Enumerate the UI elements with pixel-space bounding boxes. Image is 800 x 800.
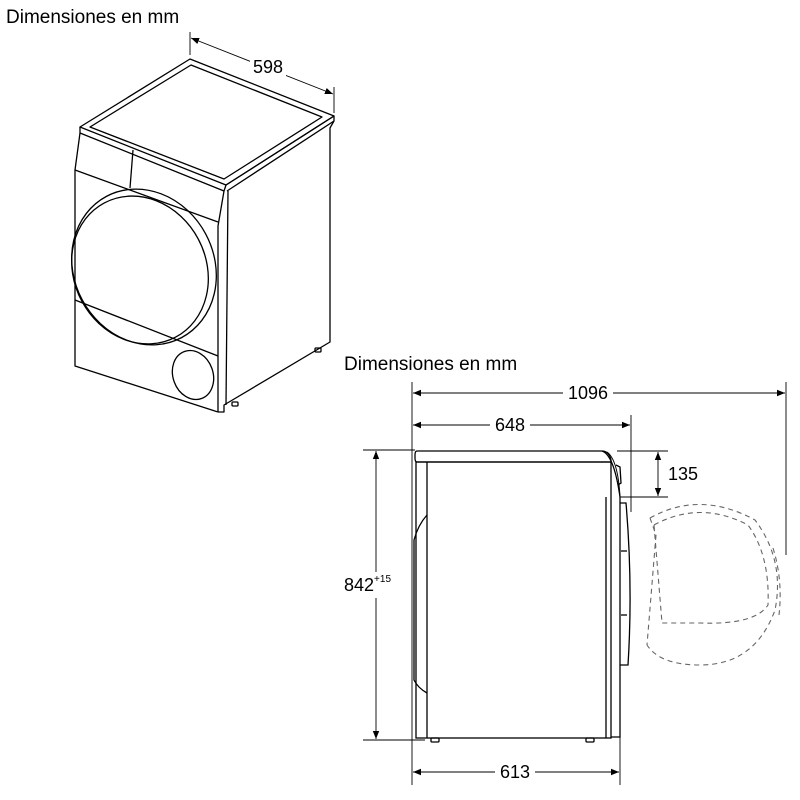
isometric-dryer bbox=[71, 32, 335, 413]
side-view-dryer bbox=[363, 382, 787, 785]
open-door-outline bbox=[646, 503, 781, 666]
dim-height: 842+15 bbox=[344, 572, 392, 598]
side-title: Dimensiones en mm bbox=[344, 354, 518, 375]
dim-width: 598 bbox=[250, 58, 287, 76]
dim-depth-body: 613 bbox=[495, 763, 536, 781]
dim-depth-top: 648 bbox=[490, 416, 531, 434]
dim-panel-height: 135 bbox=[668, 464, 699, 484]
isometric-title: Dimensiones en mm bbox=[6, 7, 180, 28]
dim-height-value: 842 bbox=[344, 575, 375, 595]
dim-depth-door-open: 1096 bbox=[563, 384, 614, 402]
dim-height-tolerance: +15 bbox=[374, 574, 392, 585]
